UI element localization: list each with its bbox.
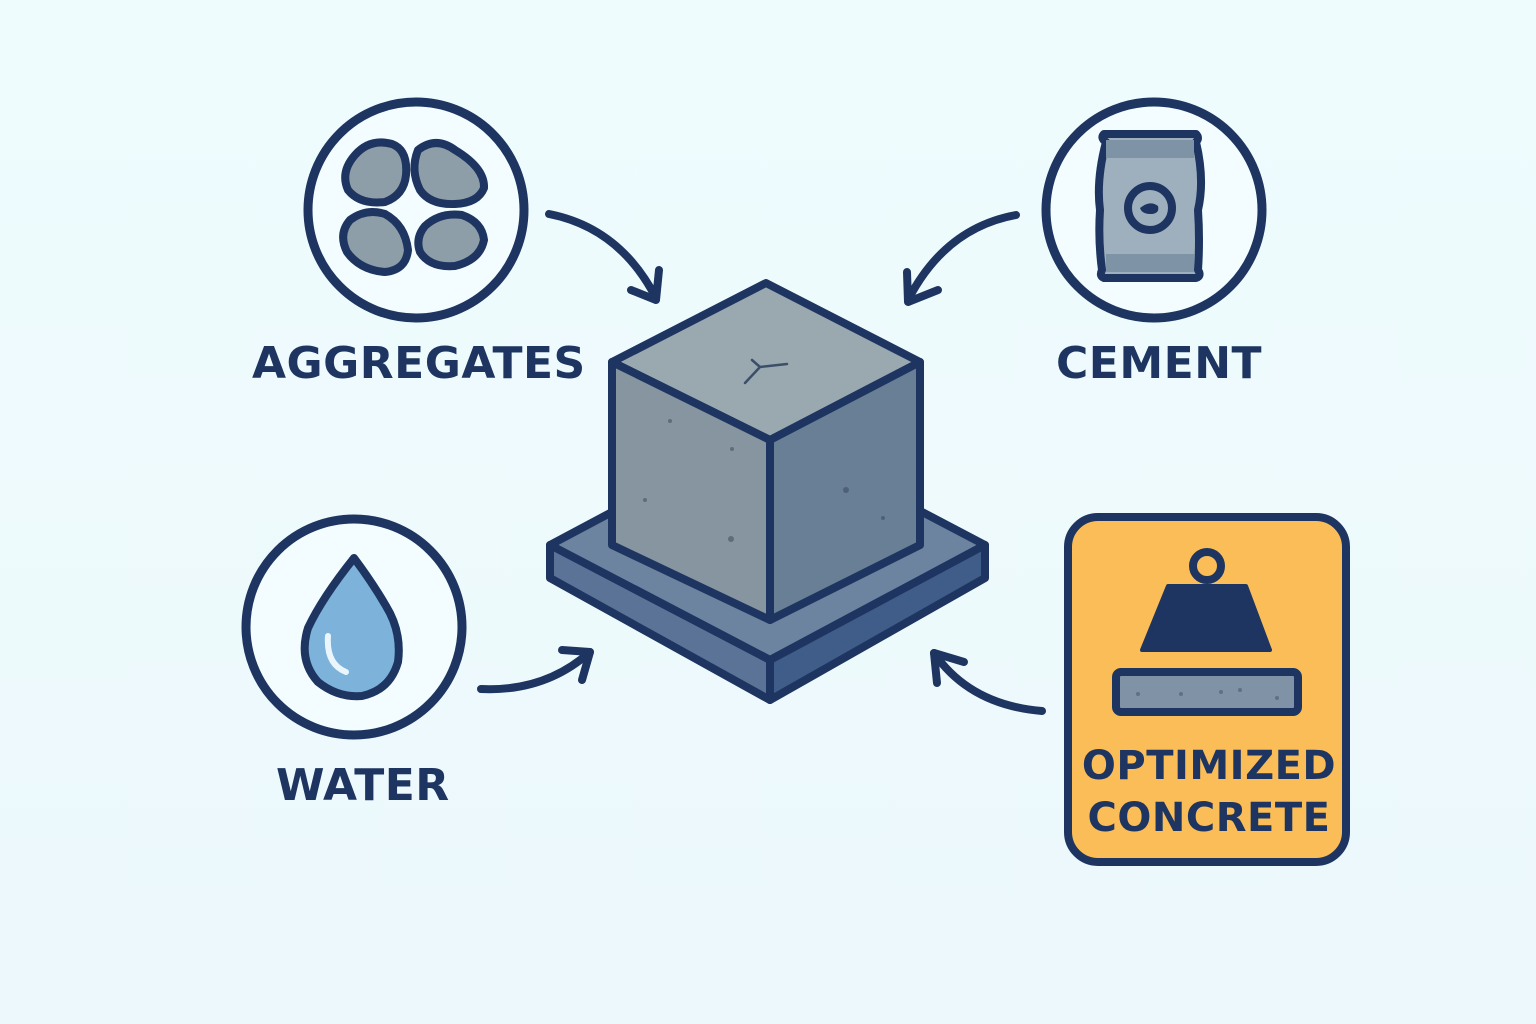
weight-on-slab-icon	[1112, 548, 1302, 716]
concrete-block	[546, 279, 989, 704]
optimized-concrete-label: OPTIMIZED CONCRETE	[1078, 740, 1340, 844]
concrete-cube	[608, 279, 924, 624]
stones-icon	[339, 138, 488, 276]
optimized-concrete-node	[1064, 513, 1350, 866]
arrow-optimized-from-block	[930, 649, 1046, 715]
cement-label: CEMENT	[1056, 338, 1263, 389]
flow-arrows	[477, 210, 1046, 715]
aggregates-circle	[303, 97, 529, 323]
optimized-label-line1: OPTIMIZED	[1081, 743, 1337, 789]
aggregates-label: AGGREGATES	[252, 338, 586, 389]
aggregates-node	[303, 97, 529, 323]
arrow-aggregates-to-block	[545, 210, 663, 304]
arrow-cement-to-block	[903, 211, 1020, 306]
water-label: WATER	[276, 760, 450, 811]
water-drop-icon	[300, 554, 403, 701]
water-node	[241, 514, 467, 740]
arrow-water-to-block	[477, 646, 594, 694]
cement-bag-icon	[1094, 130, 1206, 282]
cement-node	[1041, 97, 1267, 323]
optimized-label-line2: CONCRETE	[1087, 795, 1331, 841]
